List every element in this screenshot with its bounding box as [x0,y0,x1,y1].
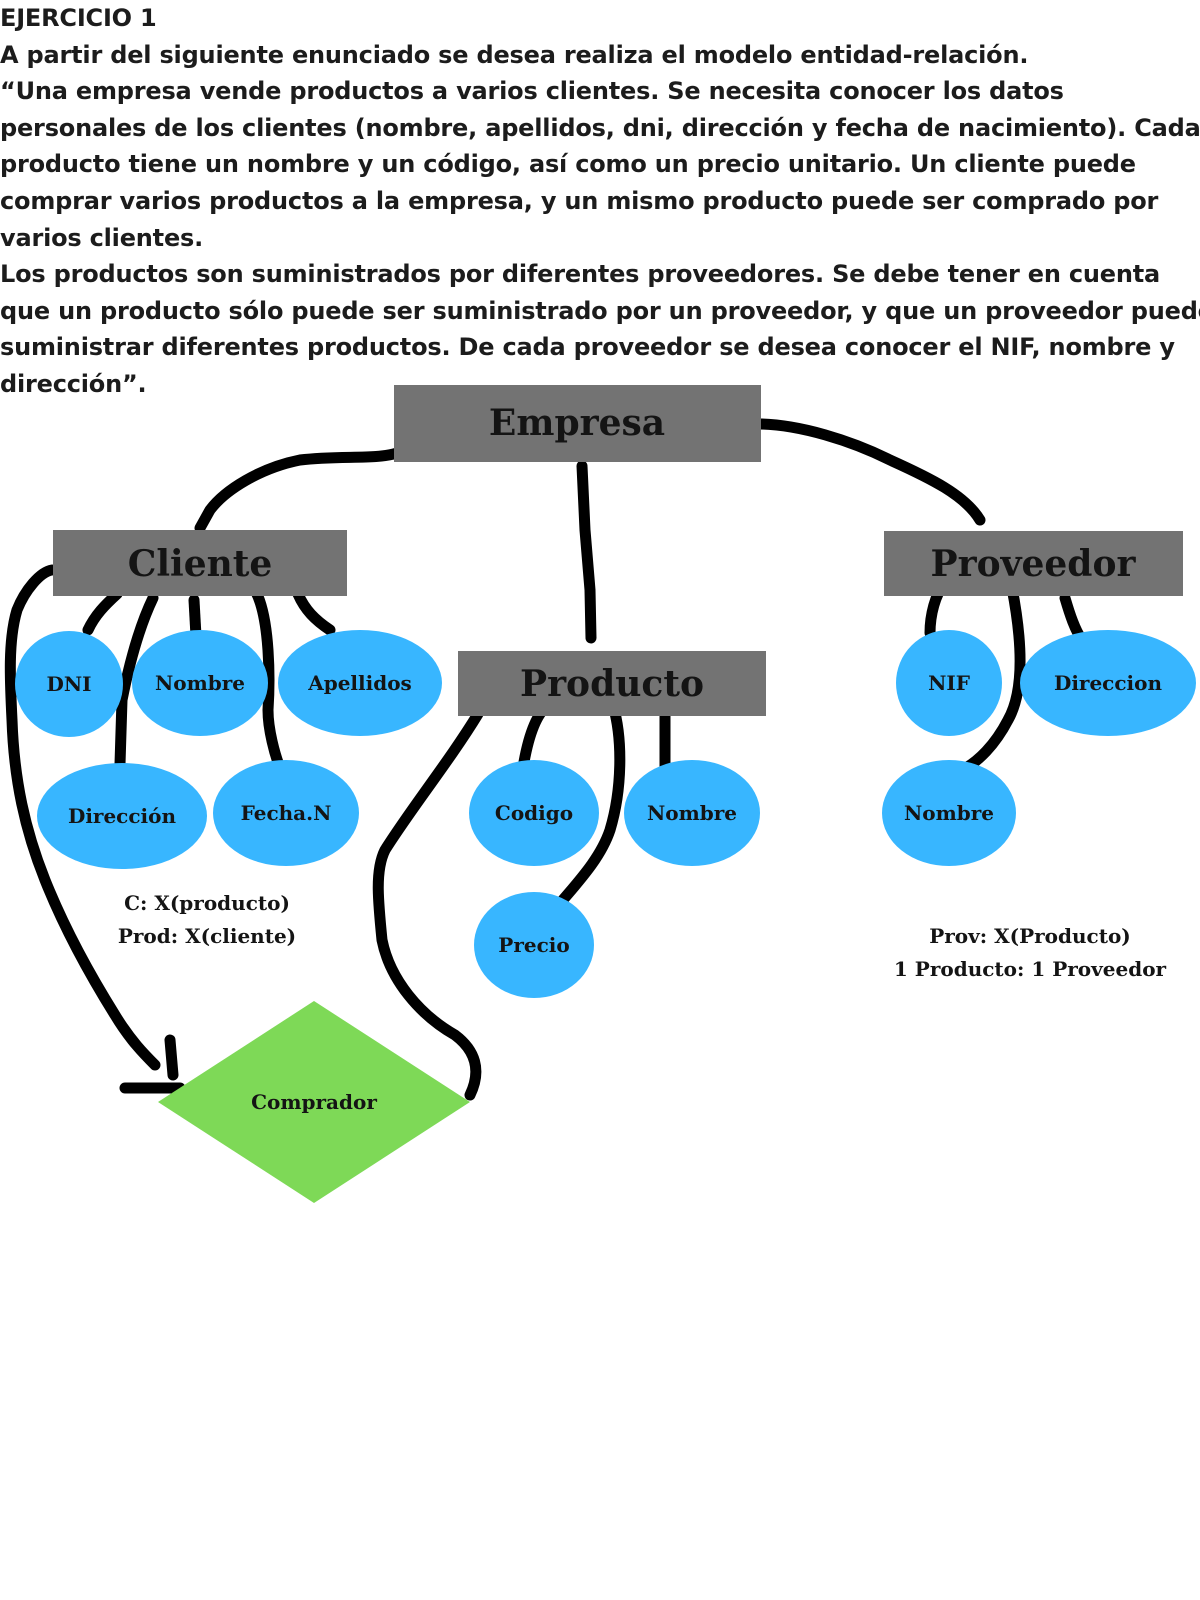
attribute-nombre-proveedor: Nombre [882,760,1016,866]
attribute-fecha-nacimiento-label: Fecha.N [241,801,332,825]
note-cliente-line2: Prod: X(cliente) [118,924,296,948]
attribute-nif-label: NIF [928,671,970,695]
attribute-nif: NIF [896,630,1002,736]
attribute-dni-label: DNI [47,672,92,696]
attribute-nombre-proveedor-label: Nombre [904,801,994,825]
link-cliente-fecha [250,586,286,774]
link-empresa-cliente [194,447,403,534]
relationship-comprador-shape [158,1001,470,1203]
attribute-nombre-producto-shape [624,760,760,866]
attribute-nombre-proveedor-shape [882,760,1016,866]
statement-line: dirección”. [0,369,147,398]
attribute-nombre-cliente: Nombre [132,630,268,736]
attribute-nombre-producto: Nombre [624,760,760,866]
entity-empresa-box [394,385,761,462]
entity-cliente-label: Cliente [128,543,273,585]
attribute-codigo-label: Codigo [495,801,573,825]
attribute-apellidos-label: Apellidos [307,671,412,695]
attribute-direccion-cliente: Dirección [37,763,207,869]
entity-empresa: Empresa [394,385,761,462]
attribute-codigo-shape [469,760,599,866]
statement-line: “Una empresa vende productos a varios cl… [0,77,1064,106]
link-cliente-direccion [114,592,159,770]
attribute-apellidos: Apellidos [278,630,442,736]
statement-line: personales de los clientes (nombre, apel… [0,113,1200,142]
attribute-dni-shape [15,631,123,737]
relationship-comprador: Comprador [158,1001,470,1203]
exercise-title: EJERCICIO 1 [0,4,157,32]
entity-producto: Producto [458,651,766,716]
exercise-statement: EJERCICIO 1 A partir del siguiente enunc… [0,0,1200,403]
link-empresa-proveedor [755,418,986,526]
relationship-comprador-label: Comprador [251,1090,377,1114]
entity-proveedor-label: Proveedor [931,543,1137,585]
link-cliente-dni [82,588,123,636]
entity-empresa-label: Empresa [489,402,665,444]
attribute-precio-shape [474,892,594,998]
link-producto-comprador [372,708,484,1101]
entity-cliente-box [53,530,347,596]
entity-proveedor: Proveedor [884,531,1183,596]
attribute-direccion-proveedor: Direccion [1020,630,1196,736]
statement-line: producto tiene un nombre y un código, as… [0,150,1136,179]
attribute-nif-shape [896,630,1002,736]
attribute-apellidos-shape [278,630,442,736]
note-cliente-line1: C: X(producto) [124,891,290,915]
link-producto-precio [551,699,626,913]
statement-line: comprar varios productos a la empresa, y… [0,186,1159,215]
statement-line: varios clientes. [0,223,204,252]
entity-proveedor-box [884,531,1183,596]
statement-line: Los productos son suministrados por dife… [0,260,1161,289]
link-proveedor-nombre [956,582,1026,776]
attribute-precio: Precio [474,892,594,998]
link-cliente-nombre [188,594,202,642]
statement-line: que un producto sólo puede ser suministr… [0,296,1200,325]
cardinality-notes-proveedor: Prov: X(Producto) 1 Producto: 1 Proveedo… [894,924,1167,981]
attribute-direccion-proveedor-shape [1020,630,1196,736]
entity-producto-box [458,651,766,716]
statement-line: suministrar diferentes productos. De cad… [0,333,1175,362]
attribute-precio-label: Precio [498,933,569,957]
entity-producto-label: Producto [520,663,704,705]
attribute-codigo: Codigo [469,760,599,866]
arrow-head-vertical [164,1034,179,1081]
link-cliente-apellidos [292,588,336,636]
attribute-direccion-cliente-shape [37,763,207,869]
link-empresa-producto [576,460,597,644]
link-cliente-comprador [4,564,161,1071]
attribute-fecha-nacimiento: Fecha.N [213,760,359,866]
attribute-nombre-producto-label: Nombre [647,801,737,825]
attribute-direccion-proveedor-label: Direccion [1054,671,1162,695]
attribute-direccion-cliente-label: Dirección [68,804,176,828]
attribute-fecha-nacimiento-shape [213,760,359,866]
attribute-nombre-cliente-label: Nombre [155,671,245,695]
entity-cliente: Cliente [53,530,347,596]
statement-line: A partir del siguiente enunciado se dese… [0,40,1029,69]
attribute-dni: DNI [15,631,123,737]
cardinality-notes-cliente: C: X(producto) Prod: X(cliente) [118,891,296,948]
note-proveedor-line2: 1 Producto: 1 Proveedor [894,957,1167,981]
attribute-nombre-cliente-shape [132,630,268,736]
note-proveedor-line1: Prov: X(Producto) [929,924,1131,948]
